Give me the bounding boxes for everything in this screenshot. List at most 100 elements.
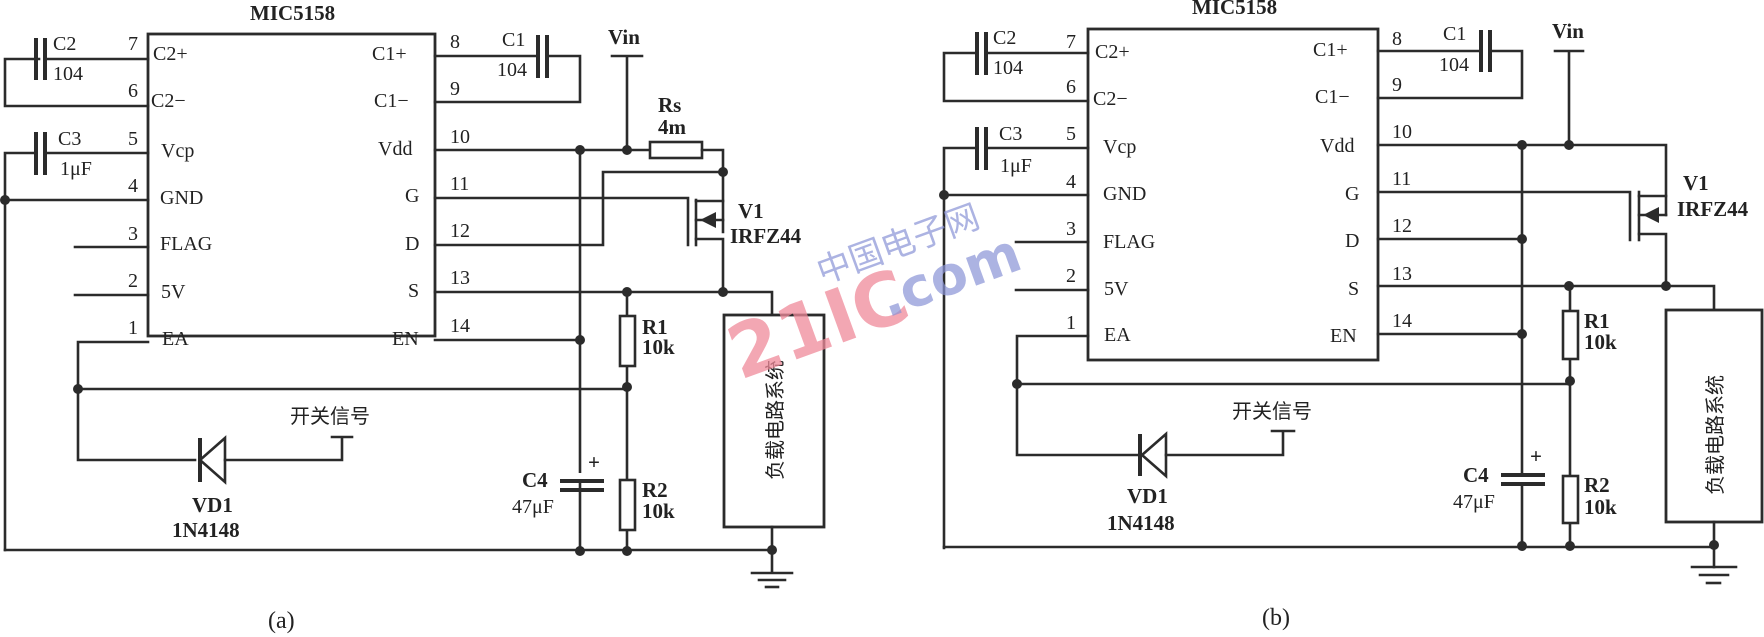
- resistor-rs-a: [648, 140, 704, 160]
- vdd-rail-b: Vin: [1376, 19, 1668, 217]
- pin-number: 13: [1392, 263, 1412, 285]
- c4-polarity: +: [588, 450, 600, 474]
- pin-label: EA: [1104, 324, 1131, 346]
- load-label: 负载电路系统: [1703, 375, 1727, 495]
- c4-value: 47μF: [1453, 491, 1495, 513]
- junction: [622, 145, 632, 155]
- pin-label: D: [405, 233, 419, 255]
- vin-label: Vin: [1552, 19, 1584, 43]
- pin-label: C1−: [1315, 86, 1350, 108]
- ic-left-pins-b: C2+ C2− Vcp GND FLAG 5V EA 7 6 5 4 3 2 1: [1066, 31, 1155, 346]
- capacitor-c3-a: C3 1μF: [3, 128, 150, 552]
- r1-ref: R1: [1584, 309, 1610, 333]
- c4-polarity: +: [1530, 444, 1542, 468]
- wire-nc-pins-b: [1014, 240, 1090, 292]
- pin-label: FLAG: [160, 233, 212, 255]
- pin-label: S: [1348, 278, 1359, 300]
- capacitor-c2-a: C2 104: [3, 33, 150, 108]
- pin-number: 3: [128, 223, 138, 245]
- pin-number: 5: [1066, 123, 1076, 145]
- c4-value: 47μF: [512, 496, 554, 518]
- divider-r1-r2-a: R1 10k R2 10k: [618, 290, 675, 553]
- panel-a: MIC5158 C2+ C2− Vcp GND FLAG 5V EA 7 6 5…: [0, 1, 826, 634]
- pin-label: D: [1345, 230, 1359, 252]
- pin-number: 5: [128, 128, 138, 150]
- pin-label: C2−: [1093, 88, 1128, 110]
- pin-number: 4: [128, 175, 138, 197]
- load-box-a: 负载电路系统: [722, 313, 826, 574]
- divider-r1-r2-b: R1 10k R2 10k: [1561, 284, 1617, 548]
- c2-value: 104: [993, 57, 1023, 79]
- pin-number: 2: [1066, 265, 1076, 287]
- wire-ea-b: [1015, 334, 1140, 457]
- rs-ref: Rs: [658, 93, 681, 117]
- pin-label: G: [1345, 183, 1359, 205]
- junction: [1564, 140, 1574, 150]
- junction: [767, 545, 777, 555]
- junction: [939, 190, 949, 200]
- switch-signal-label: 开关信号: [1232, 399, 1312, 423]
- capacitor-c1-b: C1 104: [1376, 23, 1524, 100]
- capacitor-c3-b: C3 1μF: [942, 123, 1090, 550]
- pin-number: 2: [128, 270, 138, 292]
- diode-vd1-a: VD1 1N4148 开关信号: [172, 404, 370, 542]
- pin-number: 10: [450, 126, 470, 148]
- c2-ref: C2: [53, 33, 76, 55]
- pin-label: 5V: [1104, 278, 1129, 300]
- junction: [0, 195, 10, 205]
- c4-ref: C4: [1463, 463, 1489, 487]
- capacitor-c4-a: + C4 47μF: [512, 450, 604, 518]
- caption-b: (b): [1262, 605, 1290, 631]
- c2-value: 104: [53, 63, 83, 85]
- switch-signal-label: 开关信号: [290, 404, 370, 428]
- c4-ref: C4: [522, 468, 548, 492]
- pin-label: EA: [162, 328, 189, 350]
- resistor-r1-a: [618, 314, 637, 368]
- pin-number: 7: [128, 33, 138, 55]
- ic-box-a: [146, 32, 437, 338]
- pin-number: 3: [1066, 218, 1076, 240]
- resistor-r2-a: [618, 478, 637, 532]
- pin-label: 5V: [161, 281, 186, 303]
- ground-symbol-b: [1690, 565, 1738, 585]
- mosfet-v1-a: V1 IRFZ44: [694, 198, 802, 292]
- pin-number: 14: [1392, 310, 1412, 332]
- wire-source-b: [1376, 284, 1716, 312]
- pin-label: C1+: [372, 43, 407, 65]
- wire-gate-b: [1376, 190, 1632, 242]
- v1-ref: V1: [738, 199, 764, 223]
- wire-drain-sense-a: [433, 170, 725, 247]
- c3-ref: C3: [999, 123, 1022, 145]
- pin-label: Vcp: [161, 140, 194, 162]
- junction: [718, 287, 728, 297]
- pin-number: 10: [1392, 121, 1412, 143]
- pin-number: 6: [1066, 76, 1076, 98]
- capacitor-c1-a: C1 104: [433, 29, 582, 104]
- resistor-r2-b: [1561, 474, 1580, 525]
- vin-label: Vin: [608, 25, 640, 49]
- c3-value: 1μF: [60, 158, 92, 180]
- junction: [575, 546, 585, 556]
- junction: [1661, 281, 1671, 291]
- pin-label: EN: [1330, 325, 1357, 347]
- pin-number: 6: [128, 80, 138, 102]
- junction: [1565, 376, 1575, 386]
- pin-label: Vdd: [1320, 135, 1354, 157]
- r2-ref: R2: [1584, 473, 1610, 497]
- r1-value: 10k: [1584, 330, 1617, 354]
- junction: [622, 546, 632, 556]
- wire-source-a: [433, 290, 774, 315]
- junction: [1517, 541, 1527, 551]
- junction: [622, 382, 632, 392]
- pin-number: 4: [1066, 171, 1076, 193]
- pin-number: 9: [1392, 74, 1402, 96]
- resistor-r1-b: [1561, 309, 1580, 361]
- v1-ref: V1: [1683, 171, 1709, 195]
- pin-number: 13: [450, 267, 470, 289]
- pin-label: GND: [1103, 183, 1146, 205]
- pin-number: 7: [1066, 31, 1076, 53]
- pin-number: 11: [450, 173, 469, 195]
- pin-label: C1+: [1313, 39, 1348, 61]
- pin-number: 11: [1392, 168, 1411, 190]
